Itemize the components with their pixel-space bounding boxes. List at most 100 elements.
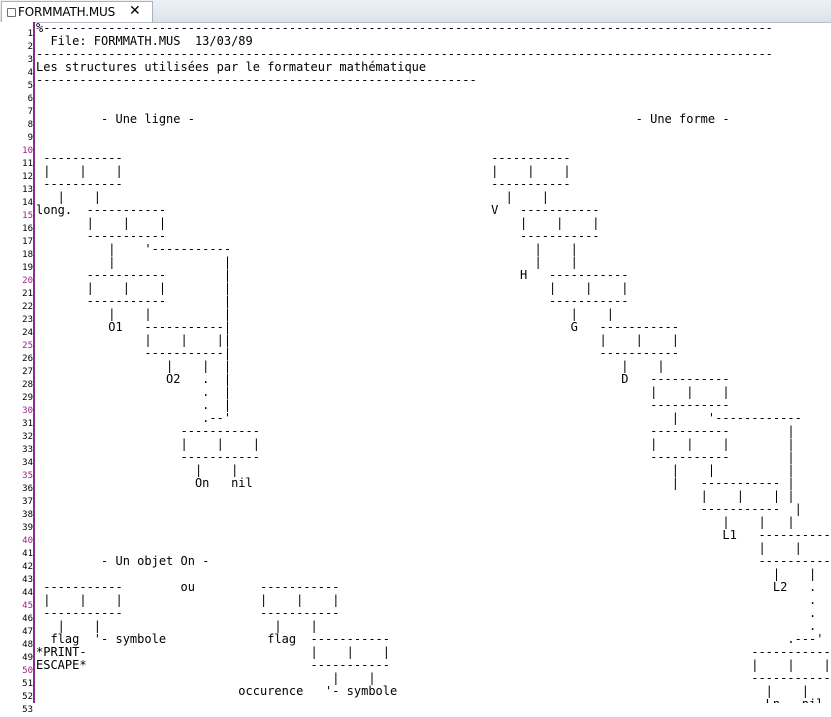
line-number: 36 bbox=[22, 484, 33, 494]
line-number: 7 bbox=[27, 107, 33, 117]
code-line: *PRINT- | | | ----------- bbox=[36, 645, 831, 659]
line-number: 35 bbox=[22, 471, 33, 481]
line-number: 29 bbox=[22, 393, 33, 403]
line-number: 14 bbox=[22, 198, 33, 208]
code-line: | | | | | | | bbox=[36, 281, 636, 295]
line-number: 37 bbox=[22, 497, 33, 507]
line-number: 1 bbox=[27, 29, 33, 39]
code-line: | | | | | | . | bbox=[36, 593, 831, 607]
code-line: Les structures utilisées par le formateu… bbox=[36, 60, 427, 74]
line-number: 2 bbox=[27, 42, 33, 52]
code-line: | | | | | | bbox=[36, 164, 578, 178]
code-line bbox=[36, 126, 831, 139]
line-number: 43 bbox=[22, 575, 33, 585]
line-number: 32 bbox=[22, 432, 33, 442]
code-line: On nil | ----------- | bbox=[36, 476, 795, 490]
code-line: . | ----------- bbox=[36, 398, 730, 412]
line-number: 28 bbox=[22, 380, 33, 390]
line-number: 49 bbox=[22, 653, 33, 663]
line-number: 16 bbox=[22, 224, 33, 234]
code-line: ----------------------------------------… bbox=[36, 47, 773, 61]
code-line bbox=[36, 87, 831, 100]
code-line: - Une ligne - - Une forme - bbox=[36, 112, 730, 126]
line-number: 41 bbox=[22, 549, 33, 559]
code-line: | | | | | | bbox=[36, 216, 607, 230]
code-line: | | | bbox=[36, 515, 795, 529]
line-number: 22 bbox=[22, 302, 33, 312]
line-number: 39 bbox=[22, 523, 33, 533]
tab-label: FORMMATH.MUS bbox=[18, 5, 115, 19]
code-line: | '----------- | | bbox=[36, 242, 578, 256]
line-number: 13 bbox=[22, 185, 33, 195]
code-line: ----------- ----------- bbox=[36, 177, 578, 191]
line-number: 27 bbox=[22, 367, 33, 377]
line-number: 23 bbox=[22, 315, 33, 325]
code-line: | | | | | | | bbox=[36, 437, 795, 451]
code-line: long. ----------- V ----------- bbox=[36, 203, 607, 217]
line-number: 52 bbox=[22, 692, 33, 702]
code-line: | | || | | | bbox=[36, 333, 687, 347]
code-line: occurence '- symbole | | bbox=[36, 684, 810, 698]
line-number: 44 bbox=[22, 588, 33, 598]
code-line: | | ----------- bbox=[36, 671, 831, 685]
line-number: 26 bbox=[22, 354, 33, 364]
code-line: ----------- ----------- bbox=[36, 151, 578, 165]
line-number: 18 bbox=[22, 250, 33, 260]
line-number: 6 bbox=[27, 94, 33, 104]
line-number: 51 bbox=[22, 679, 33, 689]
line-number: 12 bbox=[22, 172, 33, 182]
line-number: 19 bbox=[22, 263, 33, 273]
code-line: ----------- | ----------- bbox=[36, 294, 629, 308]
code-line: ----------- ----------- | bbox=[36, 450, 795, 464]
code-line: | | | | | bbox=[36, 307, 614, 321]
line-number: 34 bbox=[22, 458, 33, 468]
editor-area[interactable]: %---------------------------------------… bbox=[35, 22, 831, 703]
line-number: 9 bbox=[27, 133, 33, 143]
code-line: L1 ----------- | bbox=[36, 528, 831, 542]
code-line: ESCAPE* ----------- | | | bbox=[36, 658, 831, 672]
line-number: 17 bbox=[22, 237, 33, 247]
line-number: 33 bbox=[22, 445, 33, 455]
code-line: File: FORMMATH.MUS 13/03/89 bbox=[36, 34, 253, 48]
code-line: ----------- ou ----------- L2 . | bbox=[36, 580, 831, 594]
line-number: 15 bbox=[22, 211, 33, 221]
code-line: O1 -----------| G ----------- bbox=[36, 320, 687, 334]
tab-bar: FORMMATH.MUS ✕ bbox=[0, 0, 831, 23]
line-number: 38 bbox=[22, 510, 33, 520]
code-line: ----------------------------------------… bbox=[36, 73, 477, 87]
code-line: flag '- symbole flag ----------- .---' bbox=[36, 632, 824, 646]
code-line: | | | | | bbox=[36, 463, 795, 477]
line-number: 20 bbox=[22, 276, 33, 286]
tab-formmath[interactable]: FORMMATH.MUS ✕ bbox=[1, 1, 153, 22]
line-number: 21 bbox=[22, 289, 33, 299]
code-line: | | | | | bbox=[36, 359, 665, 373]
close-icon[interactable]: ✕ bbox=[129, 3, 141, 19]
code-line: %---------------------------------------… bbox=[36, 22, 773, 35]
code-line: | | | bbox=[36, 567, 831, 581]
line-number: 46 bbox=[22, 614, 33, 624]
line-number: 24 bbox=[22, 328, 33, 338]
file-icon bbox=[7, 8, 16, 17]
code-line: | | | | bbox=[36, 190, 549, 204]
editor-text[interactable]: %---------------------------------------… bbox=[36, 22, 831, 703]
line-number: 10 bbox=[22, 146, 33, 156]
line-number: 8 bbox=[27, 120, 33, 130]
code-line: | | | | bbox=[36, 489, 795, 503]
code-line: ----------- | H ----------- bbox=[36, 268, 636, 282]
code-line: | | | | bbox=[36, 255, 578, 269]
line-number: 45 bbox=[22, 601, 33, 611]
code-line: ----------- | bbox=[36, 502, 802, 516]
line-number: 5 bbox=[27, 81, 33, 91]
line-number: 30 bbox=[22, 406, 33, 416]
line-number: 25 bbox=[22, 341, 33, 351]
line-number: 11 bbox=[22, 159, 33, 169]
line-number: 40 bbox=[22, 536, 33, 546]
code-line: O2 . | D ----------- bbox=[36, 372, 737, 386]
line-number: 31 bbox=[22, 419, 33, 429]
code-line: - Un objet On - -----------| bbox=[36, 554, 831, 568]
line-number: 3 bbox=[27, 55, 33, 65]
code-line: . | | | | bbox=[36, 385, 737, 399]
code-line: ----------- ----------- | bbox=[36, 424, 795, 438]
gutter-divider bbox=[33, 22, 35, 703]
code-line: | | | | . | bbox=[36, 619, 831, 633]
